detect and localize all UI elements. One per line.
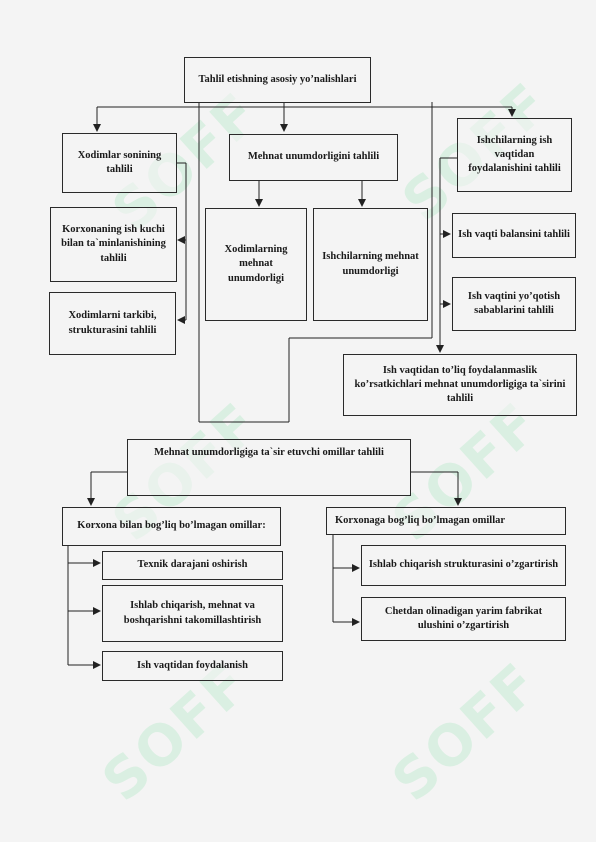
- worktime-usage-box: Ish vaqtidan foydalanish: [102, 651, 283, 681]
- worker-productivity-box: Ishchilarning mehnat unumdorligi: [313, 208, 428, 321]
- time-loss-box: Ish vaqtini yo’qotish sabablarini tahlil…: [452, 277, 576, 331]
- incomplete-use-box: Ish vaqtidan to’liq foydalanmaslik ko’rs…: [343, 354, 577, 416]
- unrelated-factors-box: Korxonaga bog’liq bo’lmagan omillar: [326, 507, 566, 535]
- time-balance-box: Ish vaqti balansini tahlili: [452, 213, 576, 258]
- tech-level-box: Texnik darajani oshirish: [102, 551, 283, 580]
- employee-productivity-box: Xodimlarning mehnat unumdorligi: [205, 208, 307, 321]
- labor-productivity-box: Mehnat unumdorligini tahlili: [229, 134, 398, 181]
- production-org-box: Ishlab chiqarish, mehnat va boshqarishni…: [102, 585, 283, 642]
- employees-count-box: Xodimlar sonining tahlili: [62, 133, 177, 193]
- related-factors-box: Korxona bilan bog’liq bo’lmagan omillar:: [62, 507, 281, 546]
- worktime-use-box: Ishchilarning ish vaqtidan foydalanishin…: [457, 118, 572, 192]
- root-box: Tahlil etishning asosiy yo’nalishlari: [184, 57, 371, 103]
- factors-box: Mehnat unumdorligiga ta`sir etuvchi omil…: [127, 439, 411, 496]
- prod-structure-box: Ishlab chiqarish strukturasini o’zgartir…: [361, 545, 566, 586]
- semi-products-box: Chetdan olinadigan yarim fabrikat ulushi…: [361, 597, 566, 641]
- composition-box: Xodimlarni tarkibi, strukturasini tahlil…: [49, 292, 176, 355]
- workforce-supply-box: Korxonaning ish kuchi bilan ta`minlanish…: [50, 207, 177, 282]
